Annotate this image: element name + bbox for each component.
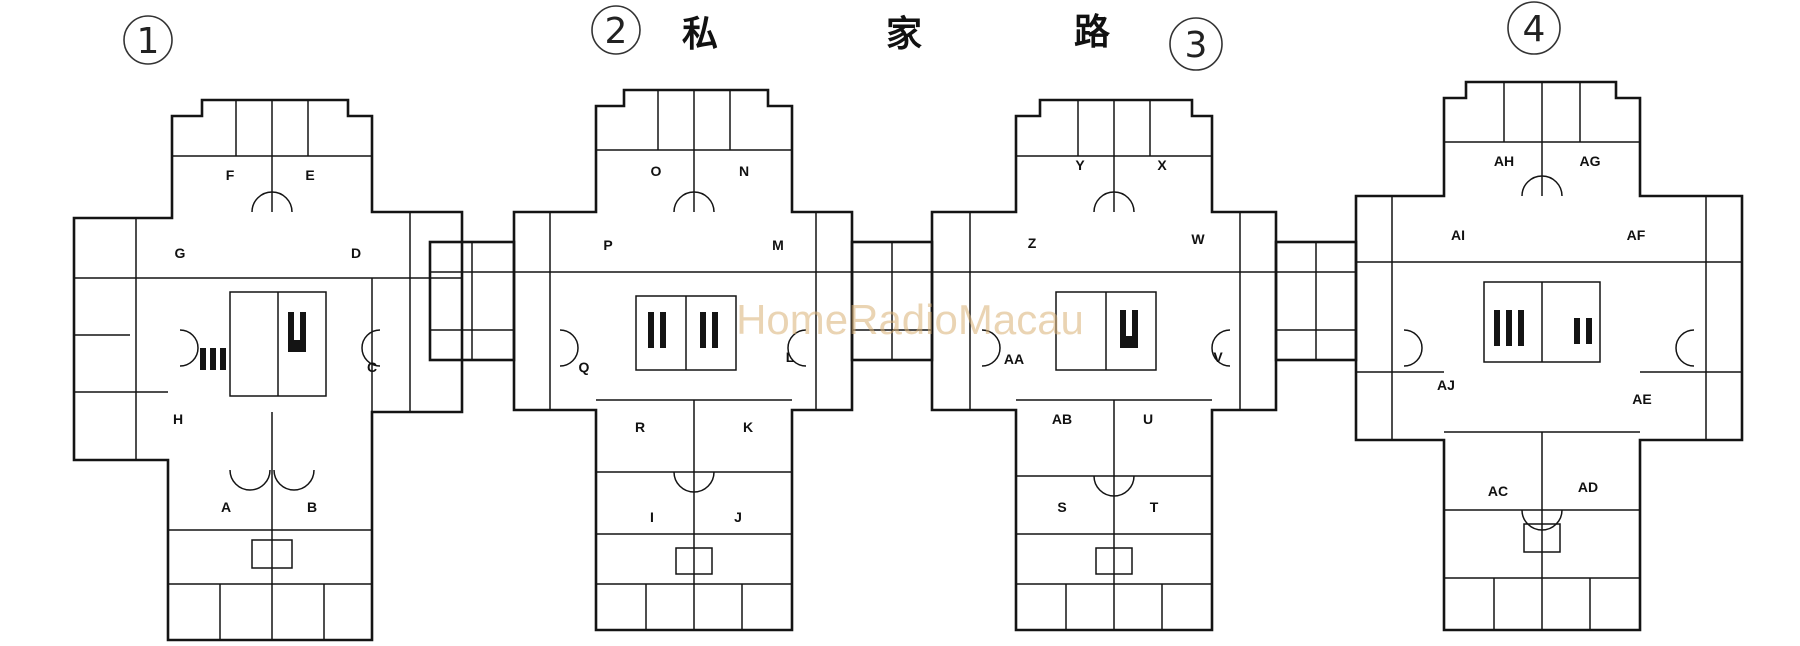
unit-label: K: [743, 419, 753, 435]
unit-label: U: [1143, 411, 1153, 427]
unit-label: X: [1157, 157, 1167, 173]
road-char-1: 私: [682, 14, 718, 55]
unit-label: J: [734, 509, 742, 525]
unit-label: O: [651, 163, 662, 179]
block-1-number: 1: [137, 21, 160, 62]
block-4-number: 4: [1523, 9, 1546, 50]
block-3-number: 3: [1185, 25, 1208, 66]
unit-label: M: [772, 237, 784, 253]
block-number-circle: [1169, 17, 1223, 71]
unit-label: D: [351, 245, 361, 261]
unit-label: F: [226, 167, 235, 183]
unit-label: N: [739, 163, 749, 179]
unit-label: H: [173, 411, 183, 427]
unit-label: Q: [579, 359, 590, 375]
block-2: 2 O N P M Q L R K I J: [512, 5, 854, 632]
block-1: 1 F E G D C H A B: [72, 15, 464, 642]
unit-label: Y: [1075, 157, 1085, 173]
watermark: HomeRadioMacau: [736, 296, 1084, 343]
unit-label: Z: [1028, 235, 1037, 251]
block-2-number: 2: [605, 11, 628, 52]
unit-label: I: [650, 509, 654, 525]
unit-label: S: [1057, 499, 1066, 515]
road-char-3: 路: [1074, 12, 1111, 53]
unit-label: AF: [1627, 227, 1646, 243]
block-number-circle: [123, 15, 173, 65]
unit-label: P: [603, 237, 612, 253]
block-3: 3 Y X Z W AA V AB U S T: [930, 17, 1278, 632]
unit-label: T: [1150, 499, 1159, 515]
unit-label: AD: [1578, 479, 1598, 495]
block-4: 4 AH AG AI AF AJ AE AC AD: [1354, 1, 1744, 632]
block-number-circle: [1507, 1, 1561, 55]
unit-label: V: [1213, 349, 1223, 365]
unit-label: B: [307, 499, 317, 515]
unit-label: AA: [1004, 351, 1024, 367]
unit-label: C: [367, 359, 377, 375]
unit-label: R: [635, 419, 645, 435]
block-number-circle: [591, 5, 641, 55]
unit-label: L: [786, 349, 795, 365]
unit-label: AB: [1052, 411, 1072, 427]
unit-label: AG: [1580, 153, 1601, 169]
unit-label: W: [1191, 231, 1205, 247]
unit-label: AE: [1632, 391, 1651, 407]
unit-label: AI: [1451, 227, 1465, 243]
connector-1-2: [428, 240, 516, 362]
unit-label: A: [221, 499, 231, 515]
unit-label: AJ: [1437, 377, 1455, 393]
unit-label: AH: [1494, 153, 1514, 169]
unit-label: G: [175, 245, 186, 261]
connector-3-4: [1274, 240, 1358, 362]
unit-label: E: [305, 167, 314, 183]
road-char-2: 家: [886, 14, 922, 55]
unit-label: AC: [1488, 483, 1508, 499]
